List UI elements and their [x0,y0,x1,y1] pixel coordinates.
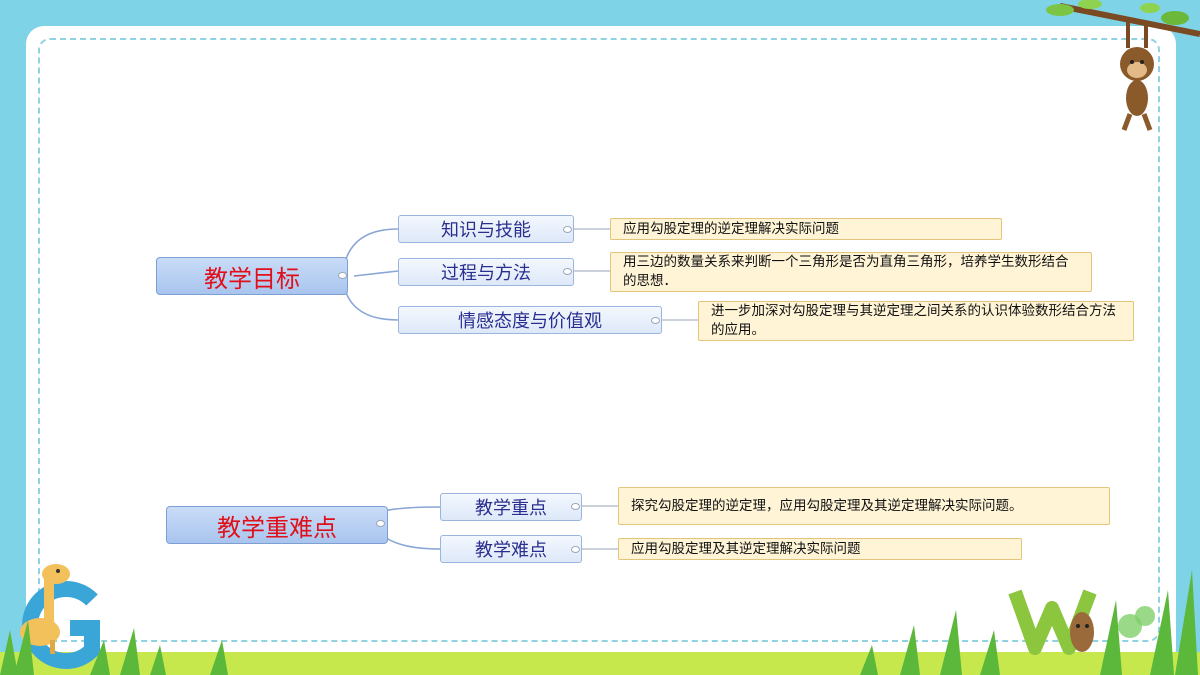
detail-text: 应用勾股定理的逆定理解决实际问题 [623,220,839,237]
detail-text: 探究勾股定理的逆定理，应用勾股定理及其逆定理解决实际问题。 [631,497,1023,514]
connector-diff-key [379,506,441,513]
collapse-handle[interactable] [563,226,572,233]
difficulties-node[interactable]: 教学重难点 [166,506,388,544]
collapse-handle[interactable] [571,546,580,553]
connector-goals-knowledge [343,228,399,267]
detail-key-point: 探究勾股定理的逆定理，应用勾股定理及其逆定理解决实际问题。 [618,487,1110,525]
detail-text: 进一步加深对勾股定理与其逆定理之间关系的认识体验数形结合方法的应用。 [711,303,1116,338]
branch-label: 情感态度与价值观 [458,311,602,332]
branch-label: 教学重点 [475,498,547,519]
detail-text: 用三边的数量关系来判断一个三角形是否为直角三角形，培养学生数形结合的思想． [623,254,1069,289]
branch-label: 知识与技能 [441,220,531,241]
collapse-handle[interactable] [563,268,572,275]
collapse-handle[interactable] [571,503,580,510]
detail-process-methods: 用三边的数量关系来判断一个三角形是否为直角三角形，培养学生数形结合的思想． [610,252,1092,292]
branch-label: 过程与方法 [441,263,531,284]
branch-process-methods[interactable]: 过程与方法 [398,258,574,286]
goals-node[interactable]: 教学目标 [156,257,348,295]
branch-emotion-values[interactable]: 情感态度与价值观 [398,306,662,334]
ground-strip [0,652,1200,675]
grass-illustration [0,570,1198,675]
detail-knowledge-skills: 应用勾股定理的逆定理解决实际问题 [610,218,1002,240]
letter-w-icon [1008,589,1155,655]
connector-goals-process [353,270,399,277]
difficulties-label: 教学重难点 [217,513,337,542]
branch-key-point[interactable]: 教学重点 [440,493,582,521]
collapse-handle[interactable] [376,520,385,527]
dashed-border [38,38,1160,642]
monkey-illustration [1120,22,1154,131]
goals-label: 教学目标 [204,264,300,293]
branch-knowledge-skills[interactable]: 知识与技能 [398,215,574,243]
connector-diff-hard [379,532,441,550]
collapse-handle[interactable] [338,272,347,279]
branch-difficult-point[interactable]: 教学难点 [440,535,582,563]
detail-text: 应用勾股定理及其逆定理解决实际问题 [631,540,861,557]
detail-difficult-point: 应用勾股定理及其逆定理解决实际问题 [618,538,1022,560]
collapse-handle[interactable] [651,317,660,324]
tree-branch-illustration [1046,0,1200,37]
detail-emotion-values: 进一步加深对勾股定理与其逆定理之间关系的认识体验数形结合方法的应用。 [698,301,1134,341]
connector-goals-attitude [343,285,399,321]
branch-label: 教学难点 [475,540,547,561]
